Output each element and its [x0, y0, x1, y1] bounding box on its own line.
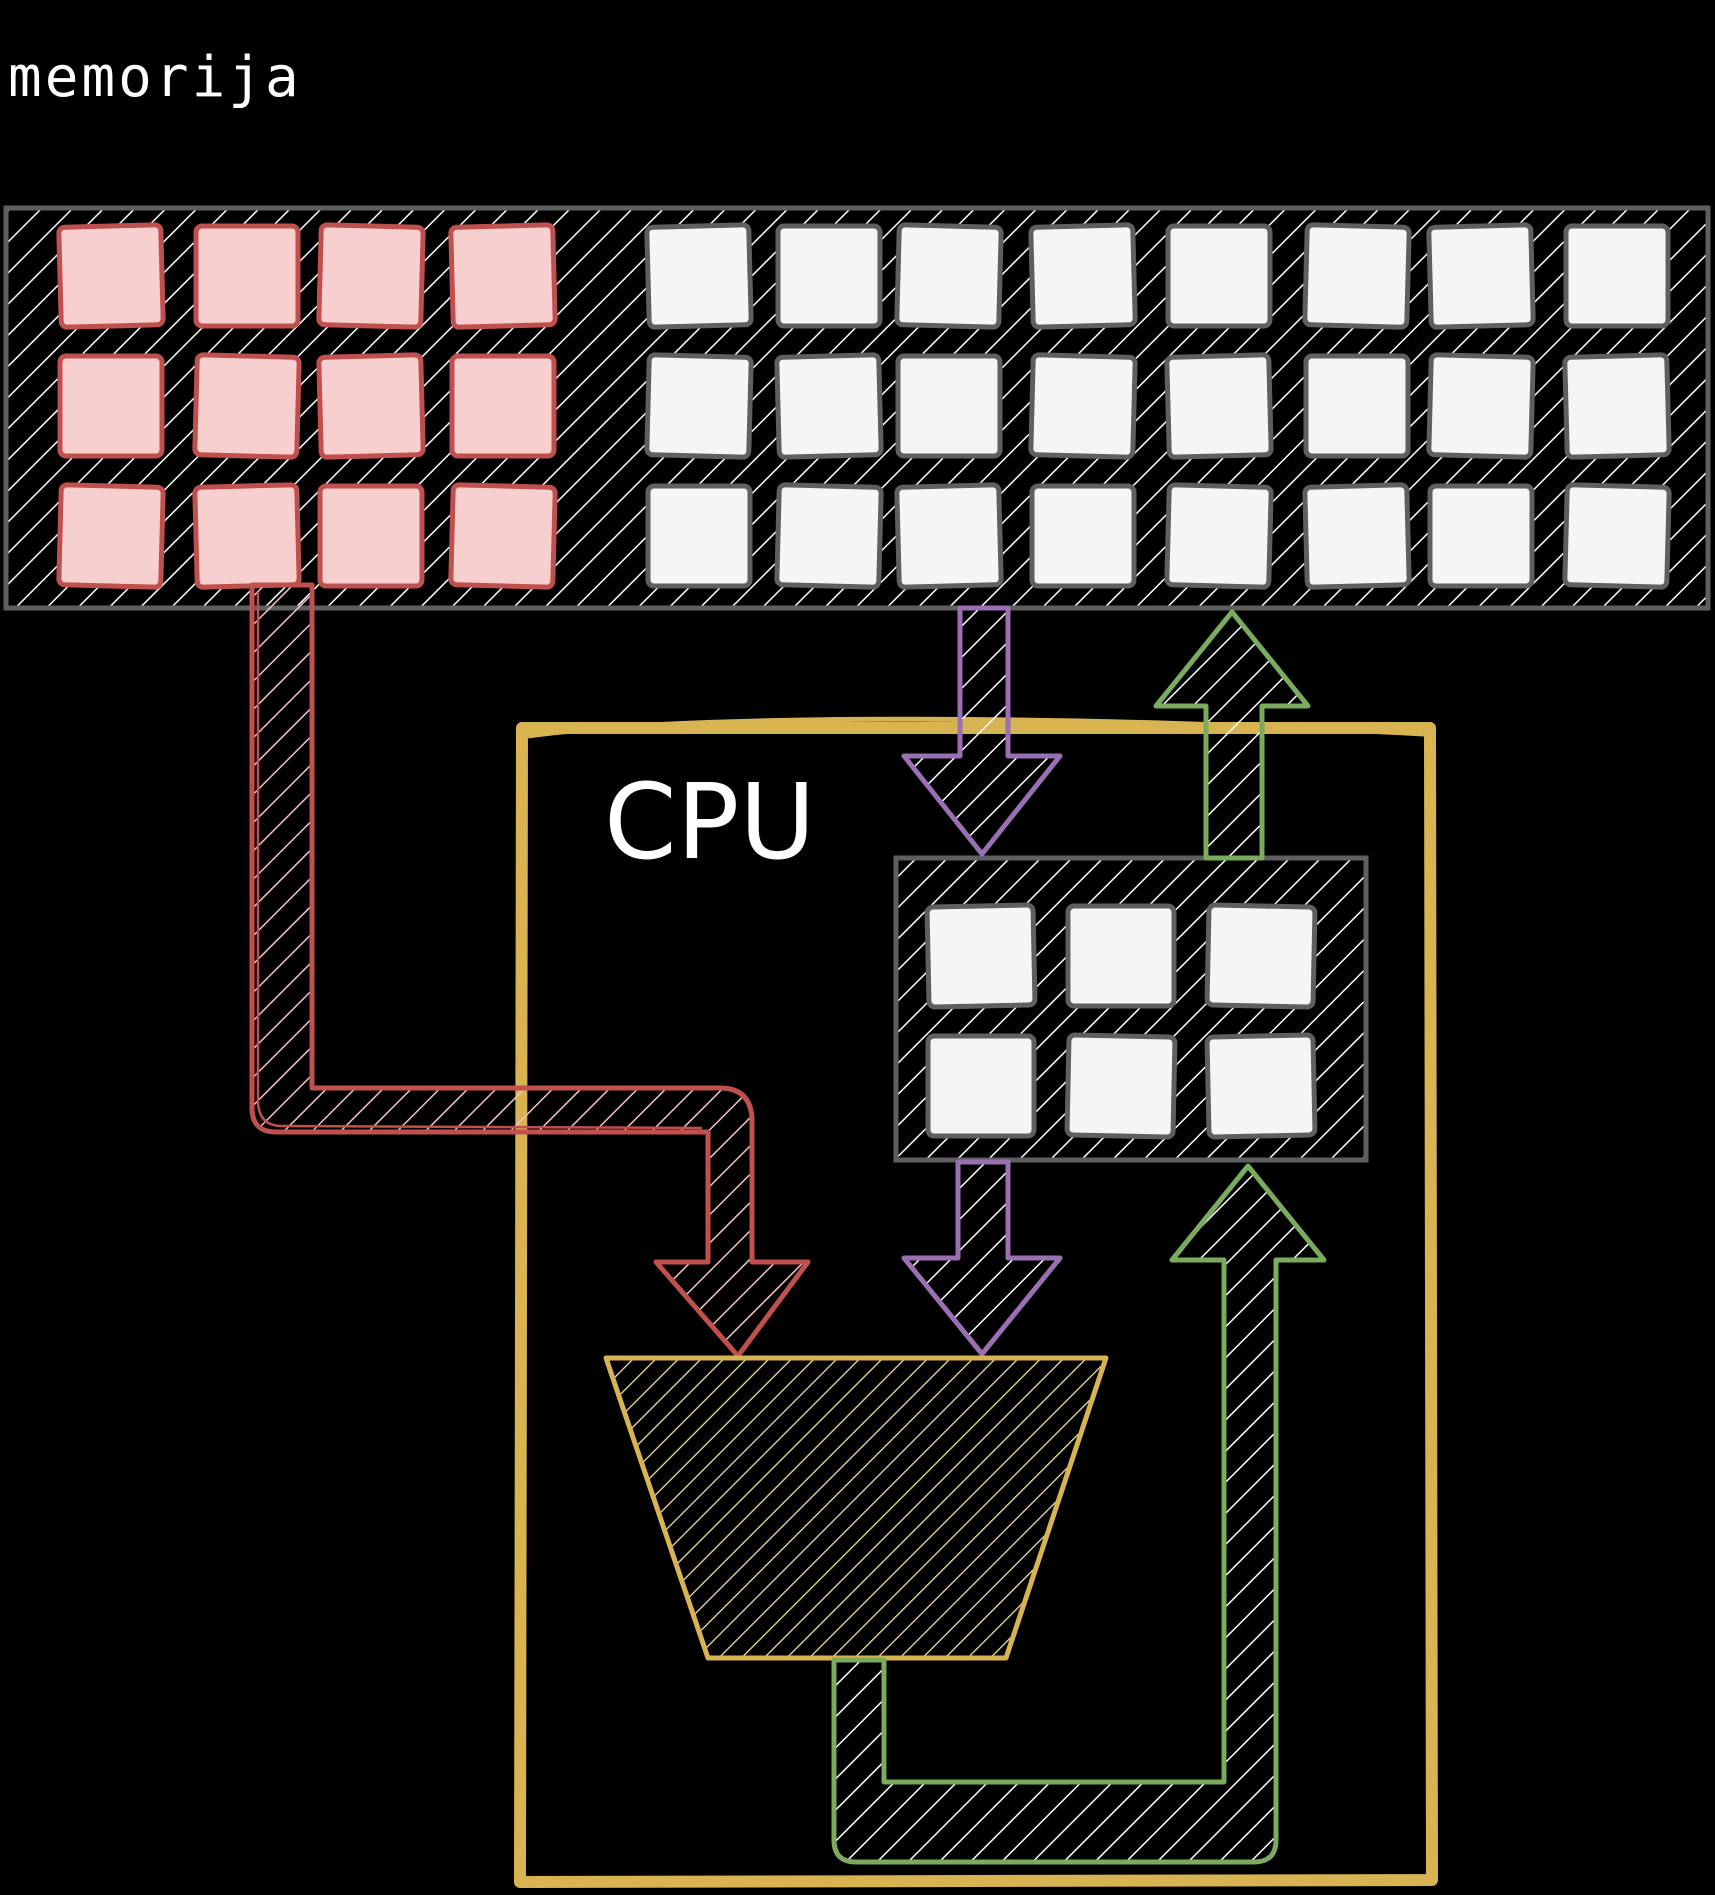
memory-cell — [1562, 352, 1672, 460]
register-cells — [924, 902, 1318, 1140]
memory-cell — [1426, 222, 1536, 330]
memory-cell — [645, 483, 753, 589]
memory-cell-active — [449, 353, 557, 459]
operand-arrow — [249, 582, 811, 1359]
memory-cell — [1028, 352, 1138, 460]
memory-cell — [1563, 223, 1671, 329]
memory-cell — [895, 353, 1003, 459]
memory-cell-active — [317, 483, 425, 589]
memory-label: memorija — [8, 45, 302, 110]
memory-cell — [1164, 352, 1274, 460]
memory-cell-active — [448, 222, 558, 330]
register-cell — [925, 1033, 1037, 1139]
memory-cell-active — [192, 352, 302, 460]
memory-cell-active — [56, 482, 166, 590]
memory-cell — [774, 482, 884, 590]
memory-cell — [644, 352, 754, 460]
memory-cell — [1165, 223, 1273, 329]
register-cell — [1204, 1032, 1318, 1140]
memory-idle-cells — [644, 222, 1672, 590]
memory-cell-active — [448, 482, 558, 590]
memory-cell — [1303, 353, 1411, 459]
memory-cell — [1028, 222, 1138, 330]
memory-cell — [644, 222, 754, 330]
memory-cell-active — [57, 353, 165, 459]
memory-cell-active — [316, 222, 426, 330]
store-arrow-top — [1153, 609, 1311, 861]
memory-cell — [775, 223, 883, 329]
memory-block — [3, 205, 1711, 611]
memory-cell — [894, 482, 1004, 590]
memory-cell — [1426, 352, 1536, 460]
memory-cell — [1302, 482, 1412, 590]
memory-cell — [1562, 482, 1672, 590]
load-arrow-bottom — [901, 1159, 1063, 1357]
memory-cell — [774, 352, 884, 460]
alu — [603, 1355, 1109, 1661]
memory-cell-active — [56, 222, 166, 330]
memory-active-cells — [56, 222, 558, 590]
memory-cell — [1427, 483, 1535, 589]
memory-cell — [1029, 483, 1137, 589]
register-cell — [1064, 1032, 1178, 1140]
memory-cell — [1302, 222, 1412, 330]
register-cell — [924, 902, 1038, 1010]
memory-cell-active — [316, 352, 426, 460]
register-cell — [1065, 903, 1177, 1009]
register-file — [893, 855, 1369, 1163]
memory-cell — [894, 222, 1004, 330]
result-arrow — [831, 1163, 1327, 1865]
register-cell — [1204, 902, 1318, 1010]
load-arrow-top — [901, 605, 1063, 857]
memory-cell — [1164, 482, 1274, 590]
cpu-box — [514, 716, 1438, 1888]
cpu-label: CPU — [604, 761, 815, 883]
memory-cell-active — [193, 223, 301, 329]
memory-cell-active — [192, 482, 302, 590]
